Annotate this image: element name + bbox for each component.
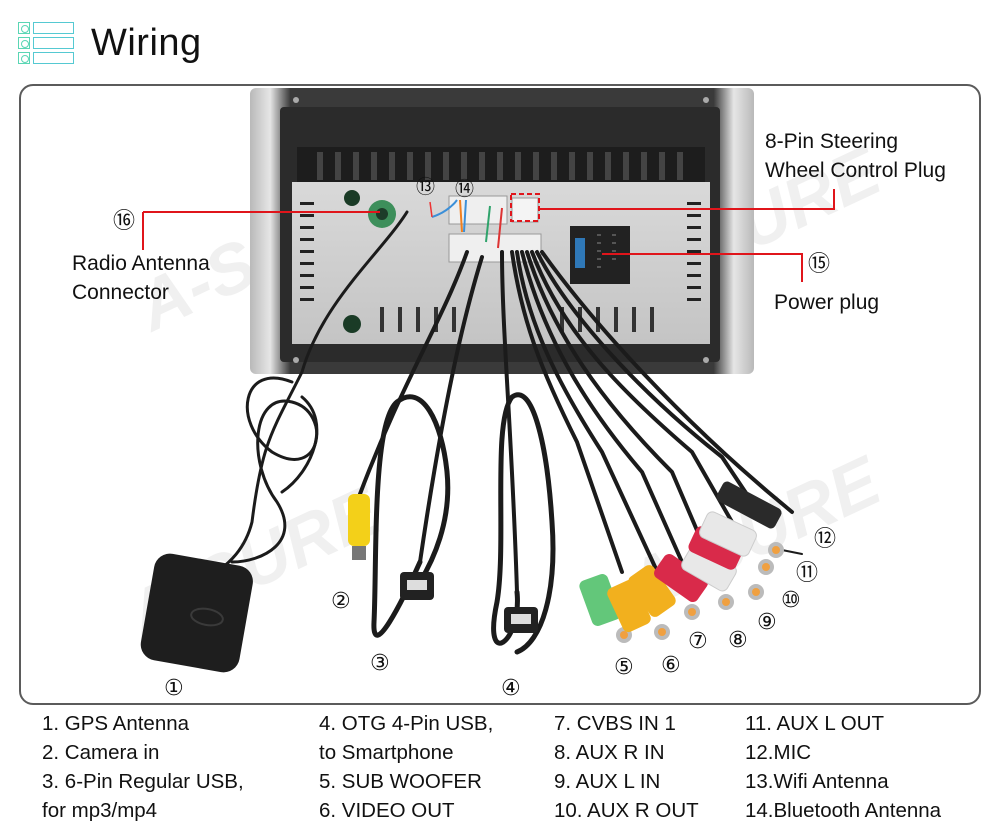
gps-antenna-puck	[140, 553, 253, 673]
list-icon	[18, 20, 74, 66]
legend-item: 2. Camera in	[42, 741, 160, 764]
steering-plug-label-line1: 8-Pin Steering	[765, 130, 899, 153]
legend-item: 3. 6-Pin Regular USB,	[42, 770, 244, 793]
legend-item: 12.MIC	[745, 741, 812, 764]
component-number-12: ⑫	[814, 526, 837, 551]
component-number-6: ⑥	[661, 652, 681, 677]
legend-item: 6. VIDEO OUT	[319, 799, 455, 822]
component-number-4: ④	[501, 675, 521, 700]
callout-number-15: ⑮	[808, 251, 831, 276]
legend-item: 10. AUX R OUT	[554, 799, 699, 822]
steering-plug-label: 8-Pin Steering Wheel Control Plug	[765, 127, 946, 185]
legend-item: 11. AUX L OUT	[745, 712, 884, 735]
legend-column-3: 7. CVBS IN 1 8. AUX R IN 9. AUX L IN 10.…	[554, 709, 699, 825]
legend-column-4: 11. AUX L OUT 12.MIC 13.Wifi Antenna 14.…	[745, 709, 941, 825]
rca-connectors	[579, 481, 784, 643]
radio-antenna-label-line2: Connector	[72, 281, 169, 304]
legend-item: 5. SUB WOOFER	[319, 770, 482, 793]
page-title: Wiring	[91, 21, 202, 64]
component-number-8: ⑧	[728, 627, 748, 652]
legend-item: to Smartphone	[319, 741, 454, 764]
legend-column-2: 4. OTG 4-Pin USB, to Smartphone 5. SUB W…	[319, 709, 493, 825]
callout-number-14: ⑭	[455, 179, 475, 200]
cables	[205, 210, 803, 655]
camera-rca-connector	[348, 494, 370, 546]
steering-plug-highlight	[510, 193, 540, 222]
steering-plug-label-line2: Wheel Control Plug	[765, 159, 946, 182]
radio-antenna-label: Radio Antenna Connector	[72, 249, 210, 307]
component-number-1: ①	[164, 675, 184, 700]
wiring-illustration: A-SURE A-SURE A-SURE A-SURE	[114, 88, 894, 673]
page-header: Wiring	[18, 18, 202, 68]
legend-item: for mp3/mp4	[42, 799, 158, 822]
wiring-diagram-frame: A-SURE A-SURE A-SURE A-SURE	[19, 84, 981, 705]
radio-antenna-label-line1: Radio Antenna	[72, 252, 210, 275]
legend-item: 1. GPS Antenna	[42, 712, 190, 735]
component-number-3: ③	[370, 650, 390, 675]
callout-number-13: ⑬	[416, 177, 436, 198]
component-number-10: ⑩	[781, 587, 801, 612]
legend-item: 7. CVBS IN 1	[554, 712, 676, 735]
legend-item: 9. AUX L IN	[554, 770, 661, 793]
callout-number-16: ⑯	[113, 208, 136, 233]
component-number-11: ⑪	[796, 560, 819, 585]
legend-item: 14.Bluetooth Antenna	[745, 799, 942, 822]
component-number-2: ②	[331, 588, 351, 613]
legend-item: 4. OTG 4-Pin USB,	[319, 712, 494, 735]
component-number-9: ⑨	[757, 609, 777, 634]
legend-column-1: 1. GPS Antenna 2. Camera in 3. 6-Pin Reg…	[42, 709, 244, 825]
component-number-7: ⑦	[688, 628, 708, 653]
legend-item: 13.Wifi Antenna	[745, 770, 889, 793]
callout-lines	[142, 189, 835, 282]
power-plug-label: Power plug	[774, 291, 880, 314]
head-unit	[250, 88, 754, 374]
component-number-5: ⑤	[614, 654, 634, 679]
legend-item: 8. AUX R IN	[554, 741, 665, 764]
